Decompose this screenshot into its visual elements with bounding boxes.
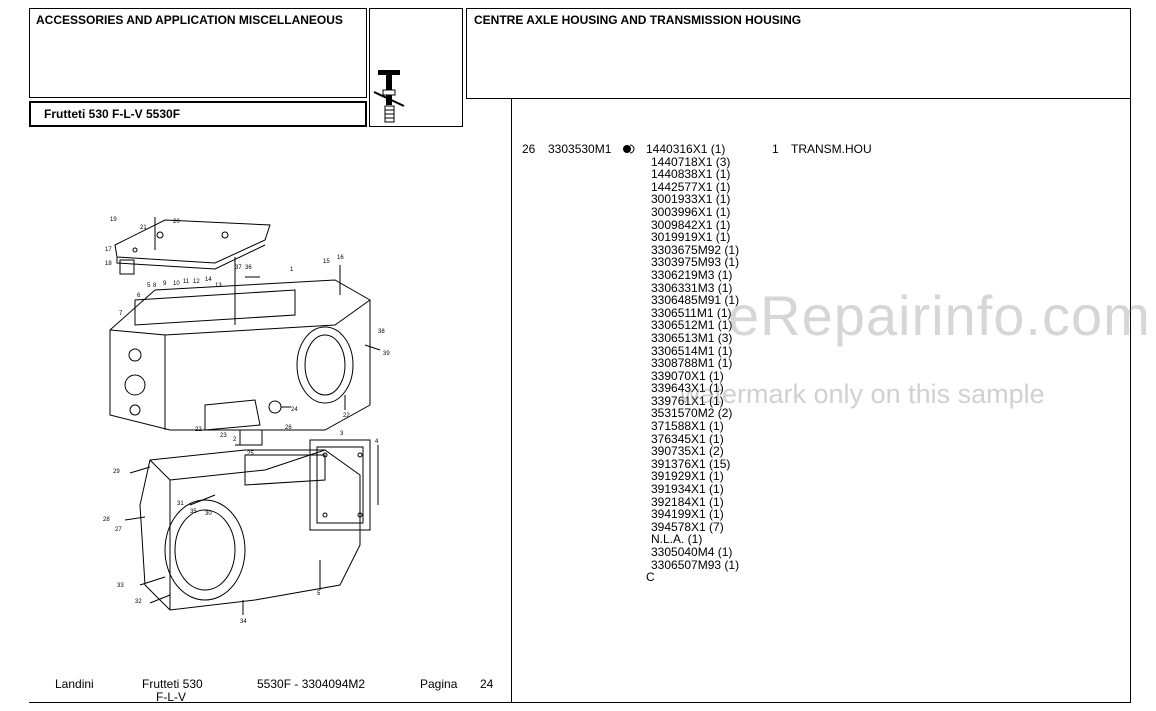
svg-text:15: 15: [323, 259, 330, 265]
part-number: 3303530M1: [548, 142, 612, 156]
svg-text:22: 22: [343, 413, 350, 419]
svg-text:17: 17: [105, 247, 112, 253]
description: TRANSM.HOU: [791, 142, 872, 156]
svg-text:27: 27: [115, 527, 122, 533]
quantity: 1: [772, 142, 779, 156]
watermark-note: watermark only on this sample: [680, 379, 1045, 409]
footer-model-variant: F-L-V: [156, 690, 186, 704]
right-border: [1130, 99, 1131, 703]
svg-text:25: 25: [247, 451, 254, 457]
tool-icon: [373, 70, 405, 123]
svg-text:24: 24: [291, 407, 298, 413]
group-title: CENTRE AXLE HOUSING AND TRANSMISSION HOU…: [474, 13, 802, 27]
svg-text:11: 11: [183, 279, 190, 285]
svg-text:9: 9: [163, 281, 167, 287]
svg-text:20: 20: [173, 219, 180, 225]
svg-text:35: 35: [190, 509, 197, 515]
svg-text:3: 3: [340, 431, 344, 437]
svg-text:23: 23: [220, 433, 227, 439]
footer-model: Frutteti 530: [142, 677, 203, 691]
svg-text:36: 36: [245, 265, 252, 271]
footer-page-label: Pagina: [420, 677, 458, 691]
svg-text:13: 13: [215, 283, 222, 289]
svg-text:22: 22: [195, 427, 202, 433]
svg-text:19: 19: [110, 217, 117, 223]
svg-text:34: 34: [240, 619, 247, 625]
svg-text:10: 10: [173, 281, 180, 287]
item-number: 26: [522, 142, 536, 156]
svg-text:5: 5: [147, 283, 151, 289]
section-title-box: [29, 8, 367, 98]
svg-text:16: 16: [337, 255, 344, 261]
svg-text:4: 4: [375, 439, 379, 445]
model-box: [29, 101, 367, 127]
svg-text:39: 39: [383, 351, 390, 357]
bottom-border: [29, 702, 1131, 703]
model-title: Frutteti 530 F-L-V 5530F: [44, 107, 181, 121]
watermark-site: eRepairinfo.com: [728, 284, 1151, 347]
svg-text:33: 33: [117, 583, 124, 589]
svg-text:2: 2: [233, 437, 237, 443]
group-title-box: [466, 8, 1131, 99]
svg-text:37: 37: [235, 265, 242, 271]
svg-text:8: 8: [153, 283, 157, 289]
svg-text:30: 30: [205, 511, 212, 517]
svg-text:28: 28: [103, 517, 110, 523]
svg-text:18: 18: [105, 261, 112, 267]
svg-text:12: 12: [193, 279, 200, 285]
sub-part-number: 1440316X1 (1): [646, 142, 726, 156]
svg-text:6: 6: [137, 293, 141, 299]
svg-text:29: 29: [113, 469, 120, 475]
footer-code: 5530F - 3304094M2: [257, 677, 366, 691]
svg-text:26: 26: [285, 425, 292, 431]
icon-box: [369, 8, 463, 127]
column-divider: [511, 99, 512, 703]
footer-page-number: 24: [480, 677, 494, 691]
section-title: ACCESSORIES AND APPLICATION MISCELLANEOU…: [36, 13, 343, 27]
svg-text:14: 14: [205, 277, 212, 283]
svg-text:7: 7: [119, 311, 123, 317]
svg-text:38: 38: [378, 329, 385, 335]
svg-text:32: 32: [135, 599, 142, 605]
svg-text:21: 21: [140, 225, 147, 231]
svg-text:1: 1: [290, 267, 294, 273]
half-filled-circle-icon: [623, 144, 635, 154]
svg-text:5: 5: [317, 591, 321, 597]
svg-text:31: 31: [177, 501, 184, 507]
footer-brand: Landini: [55, 677, 94, 691]
